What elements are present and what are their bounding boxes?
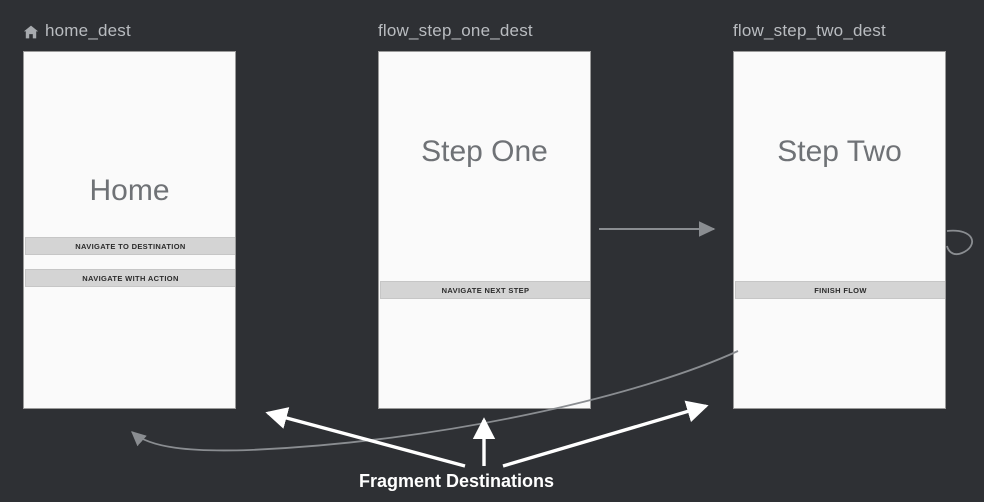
finish-flow-button[interactable]: FINISH FLOW: [735, 281, 945, 299]
destination-card-flow-step-two-dest[interactable]: Step Two FINISH FLOW: [733, 51, 946, 409]
destination-label-text: flow_step_one_dest: [378, 21, 533, 40]
annotation-pointer-right: [502, 400, 709, 468]
screen-title-step-two: Step Two: [777, 135, 902, 168]
screen-title-home: Home: [89, 174, 170, 207]
annotation-pointer-left: [265, 407, 466, 468]
destination-label-text: home_dest: [45, 21, 131, 40]
navigate-with-action-button[interactable]: NAVIGATE WITH ACTION: [25, 269, 235, 287]
annotation-caption: Fragment Destinations: [359, 471, 555, 491]
destination-card-flow-step-one-dest[interactable]: Step One NAVIGATE NEXT STEP: [378, 51, 591, 409]
destination-label-flow-step-one-dest: flow_step_one_dest: [378, 21, 533, 41]
destination-card-home-dest[interactable]: Home NAVIGATE TO DESTINATION NAVIGATE WI…: [23, 51, 236, 409]
home-icon: [23, 24, 39, 40]
connector-step-two-self-loop: [946, 229, 973, 256]
destination-label-flow-step-two-dest: flow_step_two_dest: [733, 21, 886, 41]
navigate-next-step-button[interactable]: NAVIGATE NEXT STEP: [380, 281, 590, 299]
destination-label-home-dest: home_dest: [23, 21, 131, 41]
destination-label-text: flow_step_two_dest: [733, 21, 886, 40]
screen-title-step-one: Step One: [421, 135, 548, 168]
navigate-to-destination-button[interactable]: NAVIGATE TO DESTINATION: [25, 237, 235, 255]
